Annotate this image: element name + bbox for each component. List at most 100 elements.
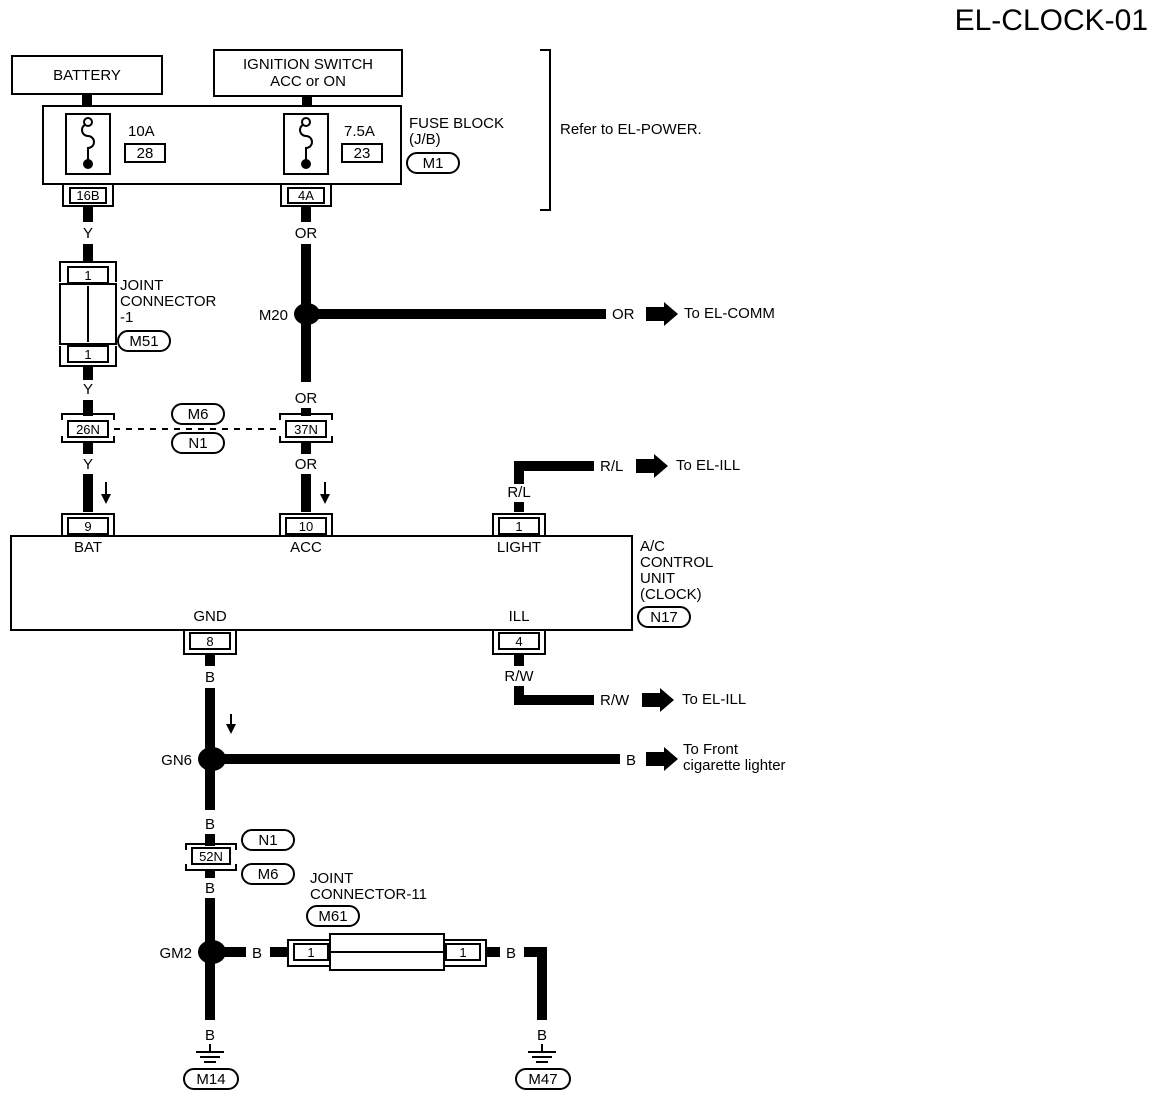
destination-el-ill-2: To EL-ILL — [682, 691, 746, 708]
fuse-right-number: 23 — [354, 145, 371, 162]
arrow-right-icon — [646, 302, 678, 326]
terminal-light: LIGHT — [497, 539, 541, 556]
battery-feed — [82, 94, 92, 106]
refer-note: Refer to EL-POWER. — [560, 121, 702, 138]
fuse-right-rating: 7.5A — [344, 123, 375, 140]
wire-label-y-1: Y — [83, 225, 93, 242]
joint-connector-1-pin-bottom: 1 — [84, 347, 91, 362]
terminal-acc: ACC — [290, 539, 322, 556]
wire-label-b-5: B — [252, 945, 262, 962]
fuse-left-terminal — [83, 159, 93, 169]
harness-tag-top: M6 — [171, 403, 225, 425]
joint-connector-11-pin-right: 1 — [459, 945, 466, 960]
connector-pin-1-light: 1 — [492, 513, 546, 536]
terminal-bat: BAT — [74, 539, 102, 556]
terminal-ill: ILL — [509, 608, 530, 625]
joint-connector-1-label-line1: JOINT — [120, 277, 163, 294]
wire-label-or-1: OR — [295, 225, 318, 242]
splice-m20 — [294, 303, 320, 325]
joint-connector-1-label-line3: -1 — [120, 309, 133, 326]
wire-label-b-3: B — [205, 816, 215, 833]
wire-label-rw-2: R/W — [600, 692, 630, 709]
diagram-title: EL-CLOCK-01 — [955, 4, 1148, 37]
connector-4a: 4A — [280, 184, 332, 207]
ground-left-tag: M14 — [183, 1068, 239, 1090]
connector-pin-8: 8 — [183, 630, 237, 655]
control-unit-tag: N17 — [637, 606, 691, 628]
terminal-gnd: GND — [193, 608, 227, 625]
pin-4a: 4A — [298, 188, 314, 203]
wire-label-or-3: OR — [295, 390, 318, 407]
harness-tag-bottom-id: N1 — [188, 435, 207, 452]
pin-26n: 26N — [76, 422, 100, 437]
joint-connector-11-tag: M61 — [306, 905, 360, 927]
battery-box: BATTERY — [11, 55, 163, 95]
pin-light: 1 — [515, 519, 522, 534]
ignition-label-line2: ACC or ON — [270, 73, 346, 90]
wire-label-or-4: OR — [295, 456, 318, 473]
connector-52n: 52N — [185, 843, 237, 871]
arrow-down-icon — [226, 714, 236, 734]
joint-connector-11: 1 1 — [287, 933, 487, 971]
joint-connector-11-label-line2: CONNECTOR-11 — [310, 886, 427, 903]
fuse-block-connector-tag: M1 — [406, 152, 460, 174]
fuse-left-rating: 10A — [128, 123, 155, 140]
destination-lighter-line2: cigarette lighter — [683, 757, 786, 774]
ignition-feed — [302, 96, 312, 106]
splice-gm2-label: GM2 — [159, 945, 192, 962]
ground-icon — [196, 1044, 224, 1063]
connector-26n: 26N — [61, 413, 115, 443]
connector-pin-4: 4 — [492, 630, 546, 655]
connector-pin-10: 10 — [279, 513, 333, 536]
wire-b-right-ground — [524, 947, 547, 1020]
power-bracket — [540, 49, 551, 211]
pin-16b: 16B — [76, 188, 99, 203]
arrow-down-icon — [101, 482, 111, 504]
wire-label-or-2: OR — [612, 306, 635, 323]
splice-gm2 — [198, 940, 226, 964]
joint-connector-1-pin-top: 1 — [84, 268, 91, 283]
connector-37n: 37N — [279, 413, 333, 443]
arrow-right-icon — [646, 747, 678, 771]
splice-gn6-label: GN6 — [161, 752, 192, 769]
arrow-right-icon — [636, 454, 668, 478]
wire-label-b-1: B — [205, 669, 215, 686]
joint-connector-1: 1 1 — [59, 261, 117, 367]
harness-tag-top-id: M6 — [188, 406, 209, 423]
ac-control-unit: BAT ACC LIGHT GND ILL — [10, 535, 633, 631]
harness-2-tag-top: N1 — [241, 829, 295, 851]
control-unit-id: N17 — [650, 609, 678, 626]
battery-label: BATTERY — [53, 67, 121, 84]
connector-16b: 16B — [62, 184, 114, 207]
pin-37n: 37N — [294, 422, 318, 437]
splice-m20-label: M20 — [259, 307, 288, 324]
wire-label-rl-2: R/L — [507, 484, 530, 501]
joint-connector-1-id: M51 — [129, 333, 158, 350]
harness-2-tag-bottom-id: M6 — [258, 866, 279, 883]
wire-rl-top — [514, 461, 594, 484]
wire-label-b-2: B — [626, 752, 636, 769]
pin-ill: 4 — [515, 634, 522, 649]
joint-connector-11-id: M61 — [318, 908, 347, 925]
fuse-block-label-line2: (J/B) — [409, 131, 441, 148]
connector-pin-9: 9 — [61, 513, 115, 536]
pin-bat: 9 — [84, 519, 91, 534]
splice-gn6 — [198, 747, 226, 771]
arrow-down-icon — [320, 482, 330, 504]
fuse-block: 10A 28 7.5A 23 — [42, 105, 402, 185]
ground-right-id: M47 — [528, 1071, 557, 1088]
wire-label-b-8: B — [537, 1027, 547, 1044]
fuse-block-label-line1: FUSE BLOCK — [409, 115, 504, 132]
arrow-right-icon — [642, 688, 674, 712]
ground-right-tag: M47 — [515, 1068, 571, 1090]
pin-gnd: 8 — [206, 634, 213, 649]
destination-lighter-line1: To Front — [683, 741, 739, 758]
control-unit-label-line2: CONTROL — [640, 554, 713, 571]
fuse-block-connector-id: M1 — [423, 155, 444, 172]
ignition-switch-box: IGNITION SWITCH ACC or ON — [213, 49, 403, 97]
joint-connector-11-pin-left: 1 — [307, 945, 314, 960]
wire-rw-bottom — [514, 686, 594, 705]
control-unit-label-line4: (CLOCK) — [640, 586, 702, 603]
wire-label-y-3: Y — [83, 456, 93, 473]
